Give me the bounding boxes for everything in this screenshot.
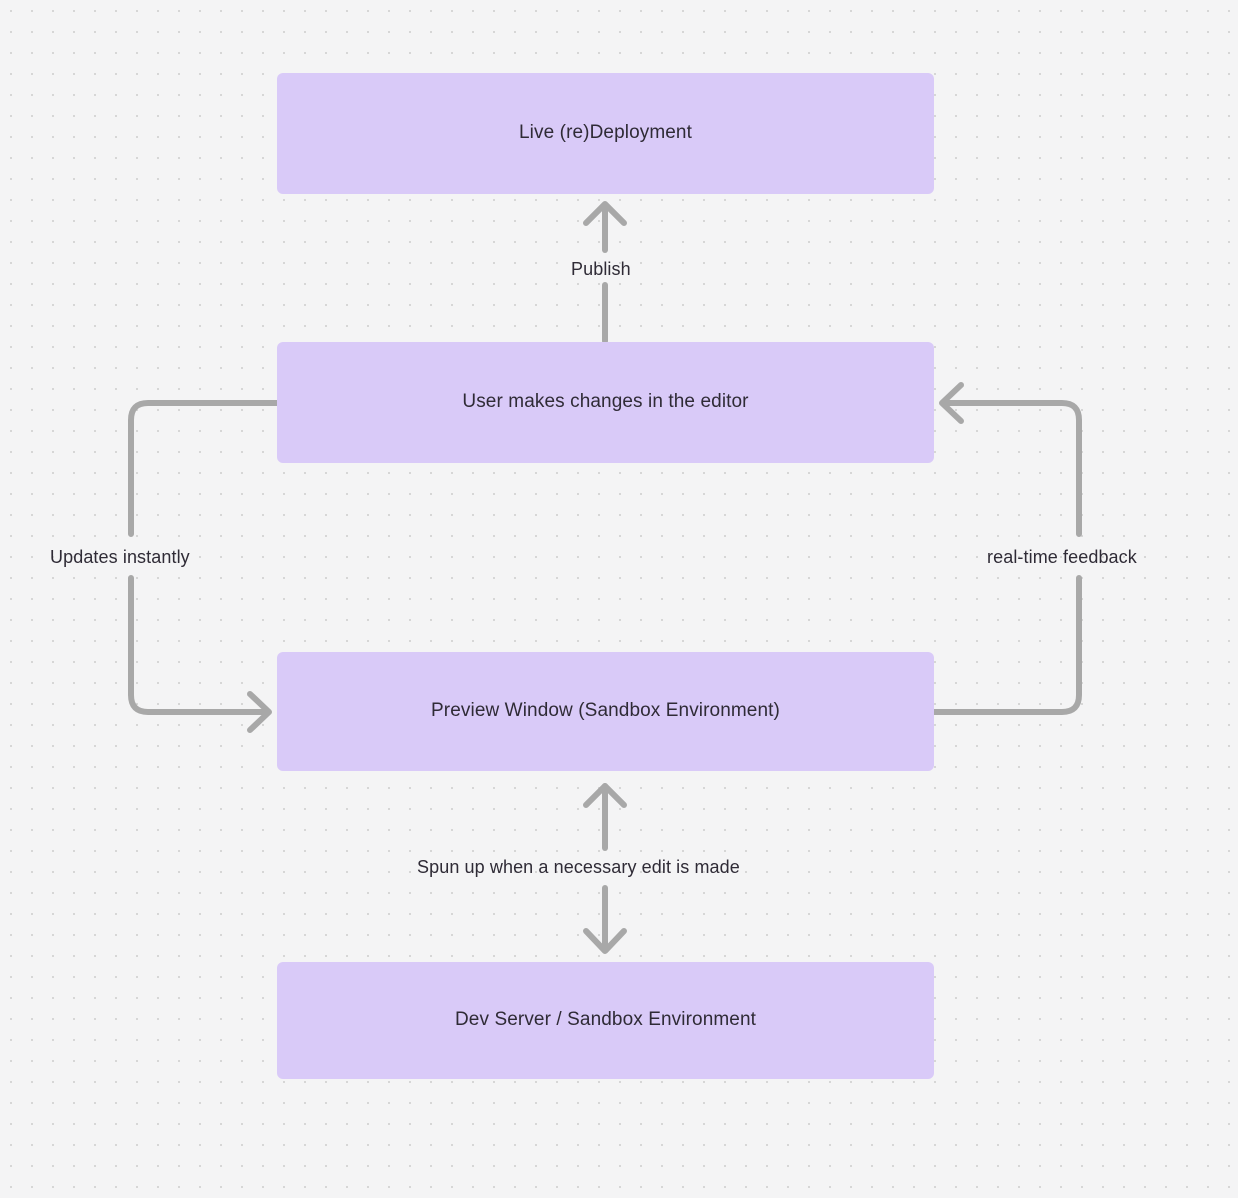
- node-live-redeployment-label: Live (re)Deployment: [519, 122, 692, 144]
- node-preview-window-label: Preview Window (Sandbox Environment): [431, 700, 780, 722]
- edge-label-real-time-feedback: real-time feedback: [987, 547, 1137, 567]
- edge-label-updates-instantly: Updates instantly: [50, 547, 190, 567]
- node-preview-window[interactable]: Preview Window (Sandbox Environment): [277, 652, 934, 771]
- edge-label-spun-up: Spun up when a necessary edit is made: [417, 857, 740, 877]
- node-dev-server[interactable]: Dev Server / Sandbox Environment: [277, 962, 934, 1079]
- node-dev-server-label: Dev Server / Sandbox Environment: [454, 1009, 756, 1031]
- node-user-makes-changes-label: User makes changes in the editor: [462, 391, 749, 413]
- edge-label-publish: Publish: [571, 259, 631, 279]
- node-user-makes-changes[interactable]: User makes changes in the editor: [277, 342, 934, 463]
- node-live-redeployment[interactable]: Live (re)Deployment: [277, 73, 934, 194]
